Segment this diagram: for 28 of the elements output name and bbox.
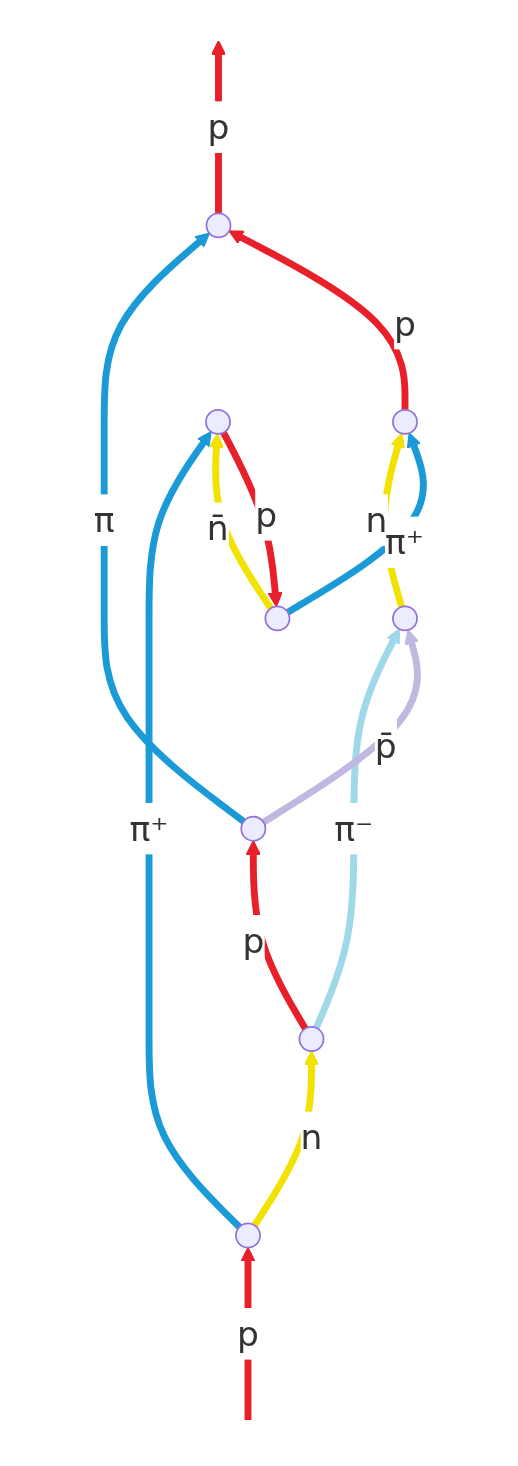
- arrow: [100, 232, 246, 824]
- edge-label: π⁺: [385, 521, 425, 563]
- edge-label: π⁻: [334, 807, 374, 849]
- edge-label: n̄: [206, 507, 229, 549]
- edge-label: p: [237, 1312, 260, 1355]
- node-circle: [392, 605, 419, 631]
- edge-label: n: [300, 1116, 323, 1158]
- node-circle: [298, 1025, 325, 1052]
- arrow: [145, 430, 242, 1230]
- edge-label: p: [207, 105, 230, 148]
- edge-label: p̄: [374, 724, 397, 766]
- node-circle: [205, 212, 232, 238]
- node-circle: [205, 408, 232, 435]
- node-circle: [235, 1222, 262, 1248]
- node-circle: [240, 815, 267, 842]
- edge-label: π⁺: [129, 807, 169, 849]
- arrow: [313, 627, 401, 1029]
- edge-label: p: [242, 919, 265, 961]
- node-circle: [264, 605, 291, 631]
- arrow: [228, 229, 409, 410]
- arrow: [251, 1049, 320, 1227]
- edge-label: p: [255, 493, 278, 536]
- edge-label: p: [394, 302, 417, 344]
- arrow: [245, 839, 309, 1030]
- arrow: [261, 628, 422, 825]
- node-circle: [392, 408, 419, 435]
- edge-label: π: [93, 499, 115, 541]
- arrow: [220, 430, 283, 607]
